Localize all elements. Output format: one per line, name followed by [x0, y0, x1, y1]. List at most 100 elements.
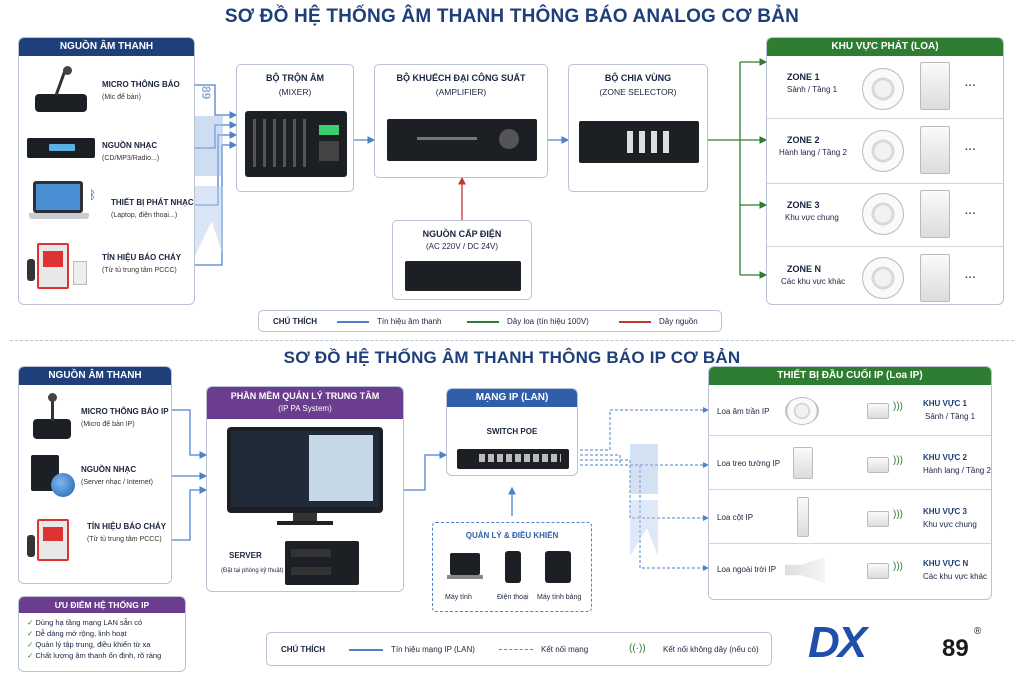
bluetooth-icon: ᛒ [89, 188, 97, 202]
power-supply-icon [405, 261, 521, 291]
control-pc: Máy tính [445, 594, 472, 601]
legend-audio-line [337, 321, 369, 323]
legend-lan-line [349, 649, 383, 651]
wall-speaker-icon [920, 254, 950, 302]
wireless-icon: ))) [893, 561, 903, 572]
legend-power-line [619, 321, 651, 323]
column-speaker-icon [797, 497, 809, 537]
amplifier-name: BỘ KHUẾCH ĐẠI CÔNG SUẤT [396, 73, 526, 83]
zone-2-name: ZONE 2 [787, 135, 820, 145]
wireless-icon: ))) [893, 509, 903, 520]
ip-source-1-desc: (Micro để bàn IP) [81, 421, 135, 428]
endpoint-3-type: Loa cột IP [717, 513, 754, 522]
control-tablet: Máy tính bảng [537, 594, 582, 601]
endpoint-divider [709, 489, 991, 490]
ceiling-speaker-icon [862, 257, 904, 299]
switch-label: SWITCH POE [486, 427, 538, 436]
ip-endpoints-panel: THIẾT BỊ ĐẦU CUỐI IP (Loa IP) Loa âm trầ… [708, 366, 992, 600]
analog-legend-item-1: Tín hiệu âm thanh [377, 317, 442, 326]
more-speakers: ... [965, 206, 977, 217]
wall-speaker-icon [920, 62, 950, 110]
advantage-item: ✓ Dùng hạ tầng mạng LAN sẵn có [27, 618, 143, 627]
wireless-icon: ))) [893, 401, 903, 412]
analog-source-4-name: TÍN HIỆU BÁO CHÁY [102, 253, 182, 262]
section-divider [10, 340, 1014, 341]
ip-source-3-desc: (Từ tủ trung tâm PCCC) [87, 536, 162, 543]
analog-source-1-name: MICRO THÔNG BÁO [102, 80, 180, 89]
more-speakers: ... [965, 270, 977, 281]
zone-n-name: ZONE N [787, 264, 822, 274]
endpoint-4-zone: KHU VỰC N [923, 559, 969, 568]
wall-speaker-icon [793, 447, 813, 479]
analog-source-3-desc: (Laptop, điện thoại...) [111, 212, 178, 219]
zone-selector-name: BỘ CHIA VÙNG [604, 73, 672, 83]
logo-number: 89 [942, 635, 969, 662]
zone-3-desc: Khu vực chung [785, 213, 839, 222]
ip-legend-item-3: Kết nối không dây (nếu có) [663, 645, 759, 654]
dx89-watermark-icon [628, 420, 662, 560]
zone-2-desc: Hành lang / Tầng 2 [779, 148, 847, 157]
ceiling-speaker-icon [862, 193, 904, 235]
amplifier-box: BỘ KHUẾCH ĐẠI CÔNG SUẤT (AMPLIFIER) [374, 64, 548, 178]
zone-selector-desc: (ZONE SELECTOR) [599, 87, 677, 97]
analog-sources-title: NGUỒN ÂM THANH [19, 38, 194, 56]
ip-legend: CHÚ THÍCH Tín hiệu mạng IP (LAN) Kết nối… [266, 632, 772, 666]
ip-advantages-panel: ƯU ĐIỂM HỆ THỐNG IP ✓ Dùng hạ tầng mạng … [18, 596, 186, 672]
laptop-icon [447, 553, 483, 583]
zone-1-desc: Sảnh / Tầng 1 [787, 85, 838, 94]
zone-3-name: ZONE 3 [787, 200, 820, 210]
endpoint-2-type: Loa treo tường IP [717, 459, 781, 468]
power-desc: (AC 220V / DC 24V) [425, 242, 499, 251]
endpoint-4-type: Loa ngoài trời IP [717, 565, 777, 574]
wireless-icon: ))) [893, 455, 903, 466]
analog-source-2-desc: (CD/MP3/Radio...) [102, 155, 160, 162]
analog-sources-panel: NGUỒN ÂM THANH MICRO THÔNG BÁO (Mic để b… [18, 37, 195, 305]
ip-legend-item-2: Kết nối mạng [541, 645, 589, 654]
ip-network-panel: MẠNG IP (LAN) SWITCH POE [446, 388, 578, 476]
ip-microphone-icon [33, 393, 73, 441]
ip-module-icon [867, 457, 889, 473]
endpoint-1-type: Loa âm trần IP [717, 407, 770, 416]
desk-microphone-icon [31, 66, 89, 116]
endpoint-divider [709, 435, 991, 436]
advantage-item: ✓ Chất lượng âm thanh ổn định, rõ ràng [27, 651, 162, 660]
ip-source-2-desc: (Server nhạc / Internet) [81, 479, 153, 486]
ceiling-speaker-icon [862, 68, 904, 110]
software-title: PHẦN MỀM QUẢN LÝ TRUNG TÂM [230, 391, 380, 401]
analog-legend-item-3: Dây nguồn [659, 317, 698, 326]
advantage-item: ✓ Dễ dàng mở rộng, linh hoạt [27, 629, 127, 638]
ip-advantages-title: ƯU ĐIỂM HỆ THỐNG IP [19, 597, 185, 613]
music-player-icon [27, 138, 95, 158]
zone-selector-icon [579, 121, 699, 163]
wireless-icon: ((·)) [629, 643, 646, 654]
analog-zones-title: KHU VỰC PHÁT (LOA) [767, 38, 1003, 56]
ip-sources-panel: NGUỒN ÂM THANH MICRO THÔNG BÁO IP (Micro… [18, 366, 172, 584]
tablet-icon [545, 551, 571, 583]
software-sub: (IP PA System) [278, 404, 332, 413]
logo-registered: ® [974, 626, 982, 637]
power-supply-box: NGUỒN CẤP ĐIỆN (AC 220V / DC 24V) [392, 220, 532, 300]
zone-selector-box: BỘ CHIA VÙNG (ZONE SELECTOR) [568, 64, 708, 192]
more-speakers: ... [965, 78, 977, 89]
switch-poe-icon [457, 449, 569, 469]
zone-divider [767, 118, 1003, 119]
control-phone: Điện thoại [497, 594, 529, 601]
network-title: MẠNG IP (LAN) [447, 389, 577, 407]
wall-speaker-icon [920, 190, 950, 238]
analog-legend: CHÚ THÍCH Tín hiệu âm thanh Dây loa (tín… [258, 310, 722, 332]
ip-software-panel: PHẦN MỀM QUẢN LÝ TRUNG TÂM (IP PA System… [206, 386, 404, 592]
endpoint-3-zone: KHU VỰC 3 [923, 507, 967, 516]
ip-legend-title: CHÚ THÍCH [281, 645, 325, 654]
legend-network-line [499, 649, 533, 650]
ip-legend-item-1: Tín hiệu mạng IP (LAN) [391, 645, 475, 654]
zone-1-name: ZONE 1 [787, 72, 820, 82]
music-server-icon [31, 455, 75, 499]
ip-source-1-name: MICRO THÔNG BÁO IP [81, 407, 169, 416]
endpoint-divider [709, 543, 991, 544]
endpoint-1-zone: KHU VỰC 1 [923, 399, 967, 408]
server-label: SERVER [229, 551, 262, 560]
monitor-icon [227, 427, 383, 527]
ceiling-speaker-icon [862, 130, 904, 172]
ip-source-2-name: NGUỒN NHẠC [81, 465, 137, 474]
dx89-logo: DX 89 ® [808, 618, 998, 670]
